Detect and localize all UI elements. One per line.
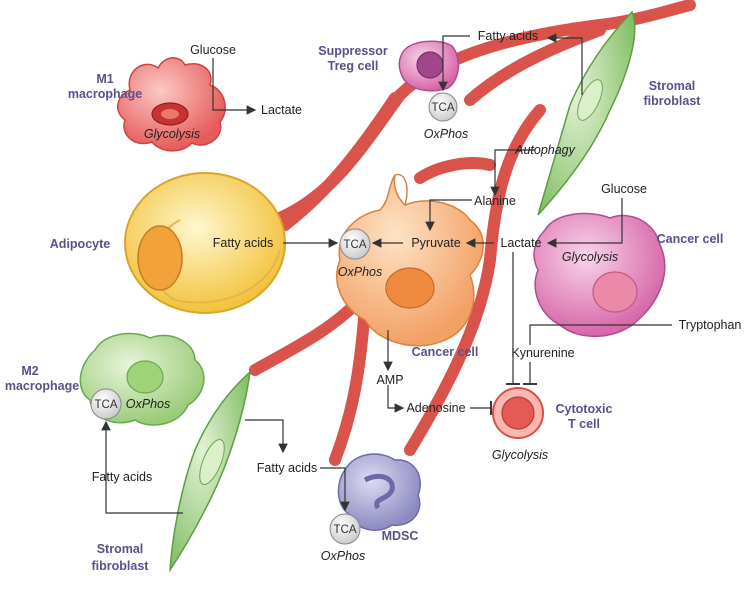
label-cancer-center: Cancer cell — [412, 345, 479, 359]
tca-circles — [90, 92, 458, 545]
label-fibroblast-top-line2: fibroblast — [644, 94, 702, 108]
amp-label: AMP — [376, 373, 403, 387]
label-cancer-right: Cancer cell — [657, 232, 724, 246]
mdsc-cell — [337, 453, 421, 531]
fatty-acids-m2-label: Fatty acids — [92, 470, 152, 484]
fatty-acids-bottom-label: Fatty acids — [257, 461, 317, 475]
label-m1-line2: macrophage — [68, 87, 142, 101]
glycolysis-m1-label: Glycolysis — [144, 127, 200, 141]
cell-labels: M1 macrophage Suppressor Treg cell Strom… — [5, 44, 724, 573]
oxphos-m2-label: OxPhos — [126, 397, 170, 411]
lactate-center-label: Lactate — [500, 236, 541, 250]
stromal-fibroblast-top — [537, 10, 636, 216]
label-m2-line1: M2 — [21, 364, 38, 378]
glycolysis-cancer-label: Glycolysis — [562, 250, 618, 264]
label-fibroblast-top-line1: Stromal — [649, 79, 696, 93]
label-mdsc: MDSC — [382, 529, 419, 543]
label-m2-line2: macrophage — [5, 379, 79, 393]
alanine-label: Alanine — [474, 194, 516, 208]
cancer-cell-center — [336, 173, 484, 347]
oxphos-cancer-label: OxPhos — [338, 265, 382, 279]
adipocyte-cell — [124, 172, 286, 314]
treg-cell — [398, 40, 460, 92]
oxphos-treg-label: OxPhos — [424, 127, 468, 141]
tca-mdsc-label: TCA — [334, 524, 357, 536]
stromal-fibroblast-bottom — [169, 370, 252, 573]
cytotoxic-t-cell — [492, 387, 544, 439]
label-treg-line1: Suppressor — [318, 44, 388, 58]
tryptophan-label: Tryptophan — [679, 318, 742, 332]
lactate-m1-label: Lactate — [261, 103, 302, 117]
glucose-m1-label: Glucose — [190, 43, 236, 57]
label-fibroblast-bottom-line1: Stromal — [97, 542, 144, 556]
metabolite-labels: Glucose Lactate Glycolysis Fatty acids T… — [92, 29, 742, 563]
fatty-acids-adipocyte-label: Fatty acids — [213, 236, 273, 250]
fatty-acids-treg-label: Fatty acids — [478, 29, 538, 43]
label-m1-line1: M1 — [96, 72, 113, 86]
metabolic-arrows — [101, 33, 672, 514]
cancer-cell-right — [533, 212, 666, 337]
glucose-cancer-label: Glucose — [601, 182, 647, 196]
glycolysis-t-label: Glycolysis — [492, 448, 548, 462]
tca-cancer-label: TCA — [344, 239, 367, 251]
label-fibroblast-bottom-line2: fibroblast — [92, 559, 150, 573]
pyruvate-label: Pyruvate — [411, 236, 460, 250]
label-treg-line2: Treg cell — [328, 59, 379, 73]
adenosine-label: Adenosine — [406, 401, 465, 415]
label-adipocyte: Adipocyte — [50, 237, 110, 251]
label-tcell-line1: Cytotoxic — [556, 402, 613, 416]
tca-treg-label: TCA — [432, 102, 455, 114]
autophagy-label: Autophagy — [514, 143, 576, 157]
kynurenine-label: Kynurenine — [511, 346, 574, 360]
oxphos-mdsc-label: OxPhos — [321, 549, 365, 563]
tca-m2-label: TCA — [95, 399, 118, 411]
label-tcell-line2: T cell — [568, 417, 600, 431]
m1-macrophage-cell — [116, 57, 226, 152]
